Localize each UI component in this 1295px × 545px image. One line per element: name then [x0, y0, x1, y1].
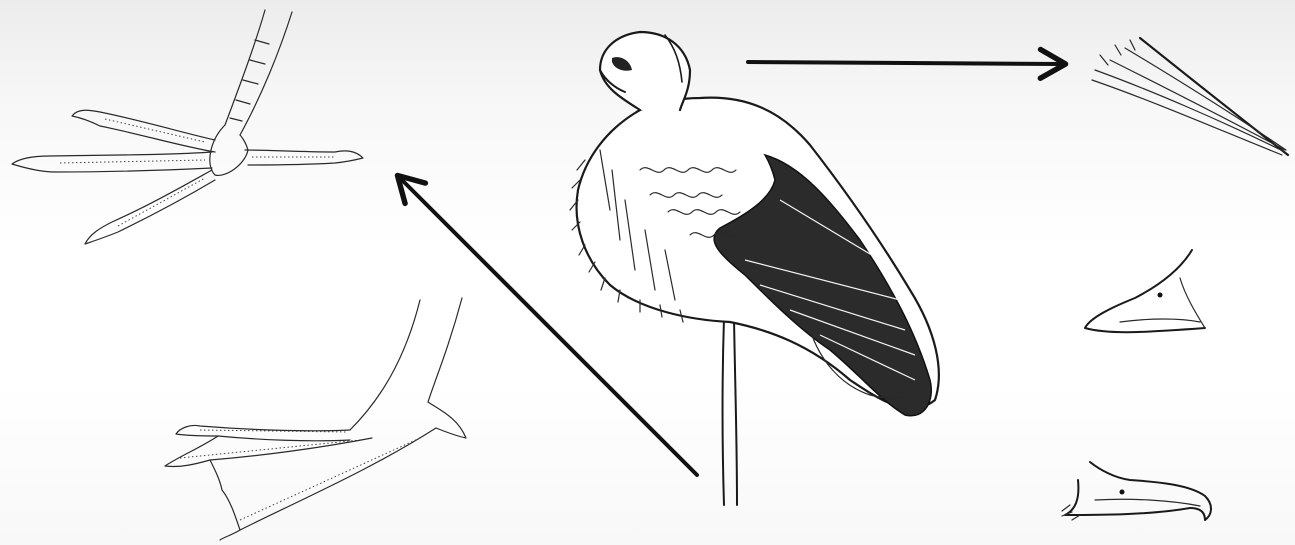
webbed-foot-icon [165, 298, 466, 540]
feather-icon [1092, 38, 1288, 155]
short-beak-icon [1085, 250, 1205, 332]
arrow-to-feather [748, 62, 1062, 64]
stork-icon [570, 32, 939, 505]
talon-foot-icon [12, 10, 363, 244]
hooked-beak-icon [1062, 462, 1211, 520]
